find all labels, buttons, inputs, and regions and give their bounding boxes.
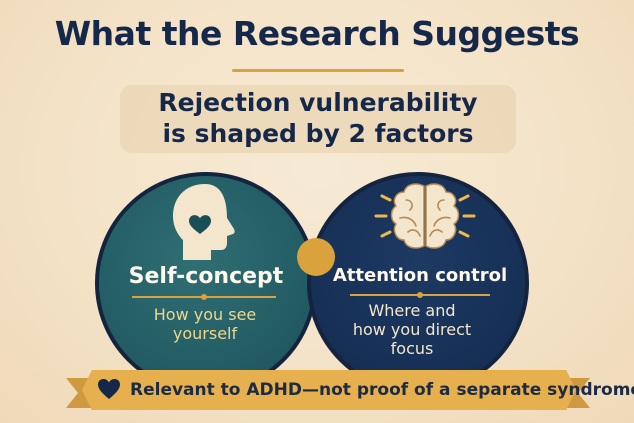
page-title: What the Research Suggests — [54, 14, 580, 53]
self-concept-title: Self-concept — [128, 264, 284, 289]
subtitle: Rejection vulnerability is shaped by 2 f… — [120, 87, 516, 149]
subtitle-line-1: Rejection vulnerability — [158, 88, 478, 117]
attention-control-title: Attention control — [332, 265, 508, 286]
self-concept-divider — [132, 294, 276, 300]
bottom-banner — [82, 370, 576, 410]
attention-control-divider — [350, 292, 490, 298]
banner-text: Relevant to ADHD—not proof of a separate… — [130, 380, 634, 400]
self-concept-desc-line-1: How you see — [153, 305, 257, 324]
subtitle-line-2: is shaped by 2 factors — [162, 119, 474, 148]
self-concept-description: How you see yourself — [110, 305, 300, 343]
heart-icon — [98, 379, 120, 399]
attention-control-desc-line-3: focus — [390, 339, 434, 358]
title-underline — [232, 69, 404, 72]
overlap-dot — [297, 238, 335, 276]
head-heart-icon — [173, 184, 235, 260]
attention-control-description: Where and how you direct focus — [330, 301, 494, 358]
self-concept-desc-line-2: yourself — [172, 324, 238, 343]
attention-control-desc-line-2: how you direct — [352, 320, 472, 339]
brain-icon — [374, 183, 476, 249]
attention-control-desc-line-1: Where and — [368, 301, 456, 320]
subtitle-box — [120, 85, 516, 153]
